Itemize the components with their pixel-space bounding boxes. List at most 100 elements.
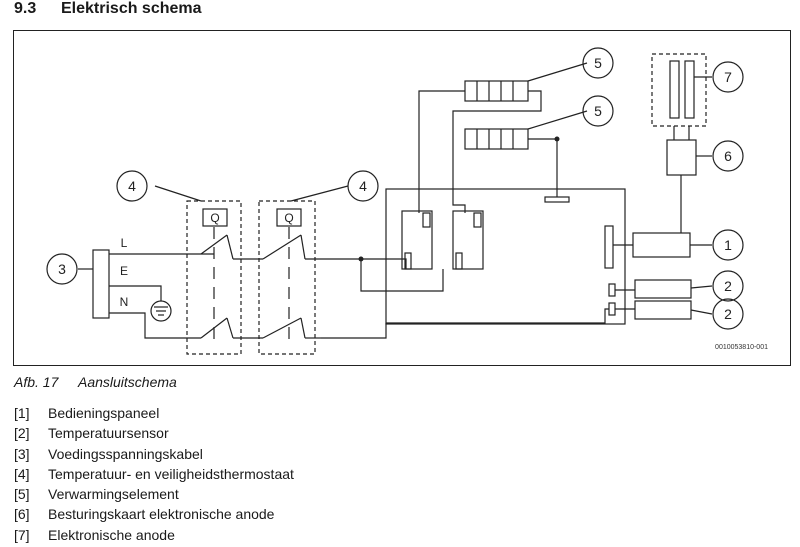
sensor-1-connector [608,283,616,297]
anode-rod-2 [684,60,695,119]
legend-key: [6] [14,506,30,523]
legend-key: [3] [14,445,30,462]
figure-caption-text: Aansluitschema [78,374,177,390]
figure-caption: Afb. 17 Aansluitschema [14,374,177,390]
wire-sensor-2-return [386,308,609,324]
callout-2b-text: 2 [724,306,732,322]
wire-E [109,285,162,301]
callout-3-circle [46,253,78,285]
callout-2b-circle [712,298,744,330]
supply-terminal-block [92,249,110,319]
temperature-sensor-1 [634,279,692,299]
callout-4b-leader [290,185,349,202]
ground-icon [150,300,172,322]
legend-list: [1] Bedieningspaneel [2] Temperatuursensor… [14,403,294,545]
thermostat-box-2 [258,200,316,355]
wire-N-out [321,323,387,339]
callout-5a-text: 5 [594,55,602,71]
line-label-L: L [121,236,128,250]
junction-dot-2 [554,136,560,142]
n2 [449,139,465,205]
wire-heater-1-left [418,90,465,213]
callout-4a-leader [154,185,202,202]
operating-panel [632,232,691,258]
thermostat-box-1 [186,200,242,355]
legend-key: [4] [14,465,30,482]
wiring-diagram-drawing: 3 4 4 5 5 7 6 1 2 2 L E N Q Q [46,47,744,355]
thermostat-q-box-2 [276,208,302,227]
heater-relay-1-tab [422,212,431,228]
callout-6-circle [712,140,744,172]
section-title: Elektrisch schema [61,0,202,17]
legend-key: [1] [14,405,30,421]
callout-5b-circle [582,95,614,127]
callout-1-text: 1 [724,237,732,253]
legend-item: [7]Elektronische anode [14,525,294,545]
panel-connector [604,225,614,269]
callout-1-circle [712,229,744,261]
legend-text: Temperatuur- en veiligheidsthermostaat [48,465,294,482]
legend-item: [3] Voedingsspanningskabel [14,444,294,464]
legend-text: Besturingskaart elektronische anode [48,506,275,523]
legend-item: [5] Verwarmingselement [14,484,294,504]
callout-4b-circle [347,170,379,202]
anode-control-board [666,139,697,176]
heater-relay-2 [452,210,484,270]
anode-rod-1 [669,60,680,119]
legend-text: Voedingsspanningskabel [48,445,203,462]
heater-relay-1 [401,210,433,270]
callout-3-text: 3 [58,261,66,277]
legend-text: Verwarmingselement [48,486,179,503]
unused [321,338,375,351]
figure-reference-code: 0010053810-001 [715,344,768,351]
callout-5b-text: 5 [594,103,602,119]
figure-caption-label: Afb. 17 [14,374,59,390]
wire-heater-2-right [528,138,558,197]
sensor-contact [544,196,570,203]
wire-N-in [109,312,201,339]
legend-text: Bedieningspaneel [48,405,160,421]
wire-to-heater-1 [361,258,407,269]
thermostat-q-label-2: Q [284,211,293,225]
callout-7-text: 7 [724,69,732,85]
callout-2b-leader [690,309,713,315]
legend-item: [1] Bedieningspaneel [14,403,294,423]
control-housing [385,188,626,325]
sensor-2-connector [608,302,616,316]
legend-key: [2] [14,425,30,442]
legend-key: [5] [14,486,30,503]
wire-to-heater-2 [360,259,444,292]
heating-element-1 [464,80,529,102]
callout-4a-circle [116,170,148,202]
legend-text: Temperatuursensor [48,425,169,442]
heating-element-2 [464,128,529,150]
callout-5a-leader [527,62,588,82]
callout-5b-leader [527,110,588,130]
wiring-diagram: 3 4 4 5 5 7 6 1 2 2 L E N Q Q 0010053810… [13,30,791,366]
thermostat-switch-1 [200,227,263,341]
legend-item: [2] Temperatuursensor [14,423,294,443]
legend-item: [6] Besturingskaart elektronische anode [14,504,294,524]
callout-6-text: 6 [724,148,732,164]
callout-4a-text: 4 [128,178,136,194]
thermostat-q-box-1 [202,208,228,227]
legend-item: [4] Temperatuur- en veiligheidsthermostaa… [14,464,294,484]
line-label-N: N [120,295,129,309]
heater-relay-1-contact [404,252,412,270]
callout-4b-text: 4 [359,178,367,194]
section-number: 9.3 [14,0,37,17]
n [471,91,557,213]
n-wire-fill [315,323,386,338]
heater-relay-2-tab [473,212,482,228]
callout-2a-text: 2 [724,278,732,294]
thermostat-q-label-1: Q [210,211,219,225]
line-label-E: E [120,264,128,278]
wire-heater-1-right [452,90,542,213]
section-heading: 9.3 Elektrisch schema [14,0,202,18]
callout-7-circle [712,61,744,93]
legend-text: Elektronische anode [48,526,175,543]
callout-2a-circle [712,270,744,302]
callout-5a-circle [582,47,614,79]
temperature-sensor-2 [634,300,692,320]
thermostat-switch-2 [262,227,361,341]
